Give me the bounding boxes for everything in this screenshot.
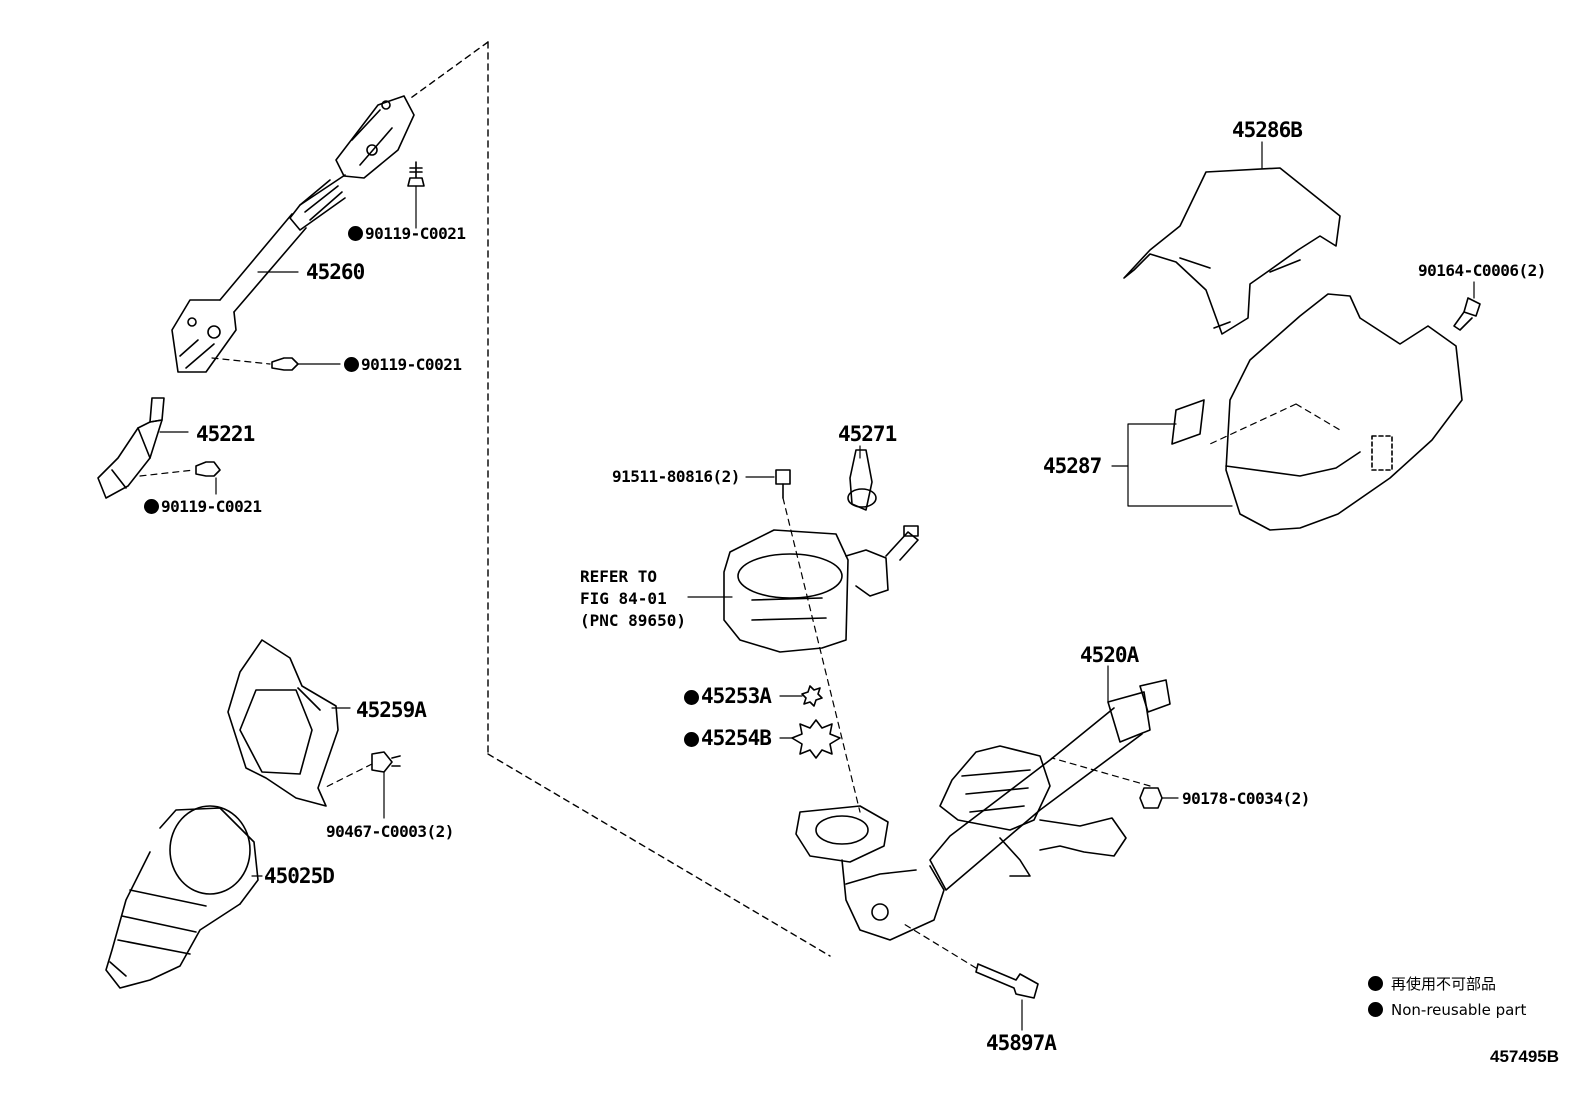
bullet-icon <box>1368 1002 1383 1017</box>
legend-jp: 再使用不可部品 <box>1368 976 1496 992</box>
label-45897A: 45897A <box>986 1031 1057 1055</box>
intermediate-shaft-45260 <box>171 95 415 373</box>
clip-90467 <box>323 751 401 819</box>
label-45025D: 45025D <box>264 864 335 888</box>
bolt-45897A <box>903 923 1039 1031</box>
label-91511: 91511-80816(2) <box>612 467 740 486</box>
boot-45025D <box>105 805 259 989</box>
cover-45259A <box>227 639 339 807</box>
bolt-90119-low <box>139 461 221 495</box>
gear-45254B <box>779 719 841 759</box>
legend-en-text: Non-reusable part <box>1391 1001 1527 1019</box>
clamp-45271 <box>847 445 877 511</box>
label-45286B: 45286B <box>1232 118 1303 142</box>
spiral-cable-assembly <box>723 525 919 653</box>
lower-column-cover-45287 <box>1171 293 1463 531</box>
label-45287: 45287 <box>1043 454 1102 478</box>
bolt-90119-top <box>407 161 425 229</box>
label-45260: 45260 <box>306 260 365 284</box>
refer-note: REFER TO FIG 84-01 (PNC 89650) <box>580 566 686 632</box>
gear-45253A <box>779 685 823 707</box>
steering-column-4520A <box>795 679 1171 941</box>
figure-number: 457495B <box>1490 1047 1560 1066</box>
screw-90164 <box>1453 281 1481 331</box>
label-90119-top: 90119-C0021 <box>348 226 466 242</box>
label-45259A: 45259A <box>356 698 427 722</box>
label-90164: 90164-C0006(2) <box>1418 261 1546 280</box>
label-45271: 45271 <box>838 422 897 446</box>
legend-jp-text: 再使用不可部品 <box>1391 975 1497 993</box>
nut-90178 <box>1051 757 1179 809</box>
label-45253A: 45253A <box>684 686 772 707</box>
shaft-45221 <box>97 397 165 499</box>
leader-45287-bracket <box>1111 423 1233 507</box>
assembly-boundary-dashed <box>407 41 831 957</box>
bolt-90119-mid <box>211 357 341 371</box>
label-4520A: 4520A <box>1080 643 1139 667</box>
label-45221: 45221 <box>196 422 255 446</box>
label-45254B: 45254B <box>684 728 772 749</box>
label-90467: 90467-C0003(2) <box>326 822 454 841</box>
refer-line-2: FIG 84-01 <box>580 589 667 608</box>
legend-en: Non-reusable part <box>1368 1002 1526 1018</box>
bolt-91511 <box>745 469 861 813</box>
refer-line-3: (PNC 89650) <box>580 611 686 630</box>
upper-column-cover-45286B <box>1123 167 1341 335</box>
refer-line-1: REFER TO <box>580 567 658 586</box>
label-90178: 90178-C0034(2) <box>1182 789 1310 808</box>
label-90119-low: 90119-C0021 <box>144 499 262 515</box>
label-90119-mid: 90119-C0021 <box>344 357 462 373</box>
bullet-icon <box>1368 976 1383 991</box>
